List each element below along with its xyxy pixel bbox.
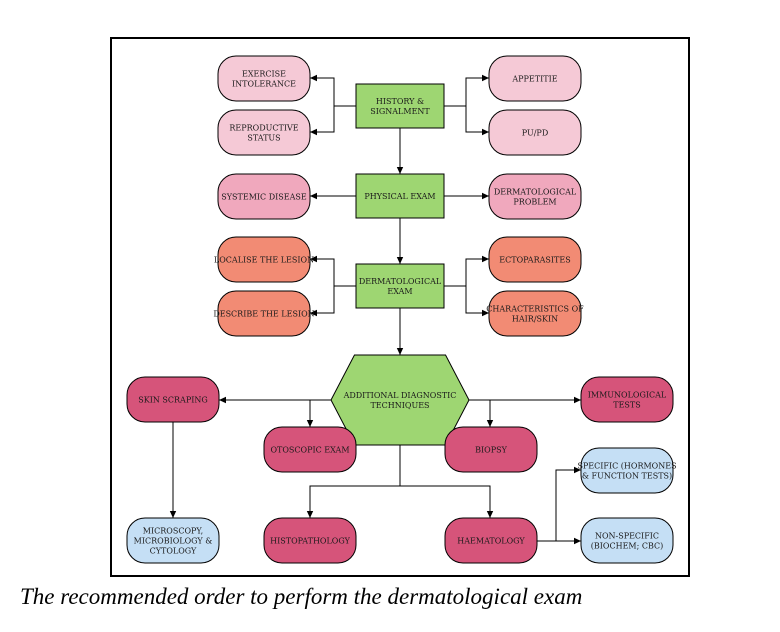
node-label-additional: TECHNIQUES	[370, 401, 429, 410]
node-label-specific: & FUNCTION TESTS)	[582, 472, 672, 481]
node-shape-describe	[217, 290, 311, 337]
node-nonspecific: NON-SPECIFIC(BIOCHEM; CBC)	[580, 517, 674, 564]
node-history: HISTORY &SIGNALMENT	[355, 83, 445, 129]
node-shape-localise	[217, 236, 311, 283]
connector-arrow-4	[310, 106, 335, 136]
node-label-microscopy: MICROBIOLOGY &	[134, 537, 213, 546]
node-shape-ecto	[488, 236, 582, 283]
node-shape-dermexam	[355, 263, 445, 309]
node-shape-nonspecific	[580, 517, 674, 564]
connector-arrow-6	[465, 106, 489, 136]
node-otoscopic: OTOSCOPIC EXAM	[263, 426, 357, 473]
connector-arrow-10	[310, 286, 335, 317]
node-shape-history	[355, 83, 445, 129]
node-shape-reproductive	[217, 109, 311, 156]
node-shape-biopsy	[444, 426, 538, 473]
connector-arrow-20	[537, 466, 581, 542]
node-label-appetite: APPETITIE	[511, 75, 557, 84]
connector-arrow-12	[465, 286, 489, 317]
node-shape-systemic	[217, 173, 311, 220]
node-label-skinscraping: SKIN SCRAPING	[138, 396, 208, 405]
node-label-nonspecific: NON-SPECIFIC	[595, 532, 659, 541]
node-shape-appetite	[488, 55, 582, 102]
node-label-hair: CHARACTERISTICS OF	[486, 305, 584, 314]
node-label-dermproblem: PROBLEM	[513, 198, 556, 207]
node-label-exercise: INTOLERANCE	[232, 80, 296, 89]
node-label-localise: LOCALISE THE LESION	[214, 256, 314, 265]
node-shape-pupd	[488, 109, 582, 156]
node-physical: PHYSICAL EXAM	[355, 173, 445, 219]
node-label-describe: DESCRIBE THE LESION	[213, 310, 314, 319]
node-shape-exercise	[217, 55, 311, 102]
node-specific: SPECIFIC (HORMONES& FUNCTION TESTS)	[577, 447, 677, 494]
node-biopsy: BIOPSY	[444, 426, 538, 473]
node-localise: LOCALISE THE LESION	[214, 236, 314, 283]
node-skinscraping: SKIN SCRAPING	[126, 376, 220, 423]
node-label-dermexam: EXAM	[387, 287, 412, 296]
node-label-reproductive: STATUS	[247, 134, 280, 143]
node-shape-haematology	[444, 517, 538, 564]
node-shape-immuno	[580, 376, 674, 423]
node-label-immuno: IMMUNOLOGICAL	[588, 391, 667, 400]
node-label-immuno: TESTS	[613, 401, 640, 410]
node-shape-otoscopic	[263, 426, 357, 473]
node-shape-specific	[580, 447, 674, 494]
figure-caption: The recommended order to perform the der…	[20, 584, 583, 609]
connector-arrow-5	[444, 74, 489, 107]
node-shape-physical	[355, 173, 445, 219]
connector-arrow-3	[310, 74, 356, 107]
node-label-reproductive: REPRODUCTIVE	[229, 124, 298, 133]
node-label-pupd: PU/PD	[522, 129, 548, 138]
node-label-otoscopic: OTOSCOPIC EXAM	[270, 446, 349, 455]
node-histopathology: HISTOPATHOLOGY	[263, 517, 357, 564]
node-label-microscopy: MICROSCOPY,	[143, 527, 203, 536]
node-label-biopsy: BIOPSY	[475, 446, 507, 455]
node-label-nonspecific: (BIOCHEM; CBC)	[591, 542, 663, 551]
node-label-additional: ADDITIONAL DIAGNOSTIC	[343, 391, 457, 400]
node-ecto: ECTOPARASITES	[488, 236, 582, 283]
node-describe: DESCRIBE THE LESION	[213, 290, 315, 337]
node-shape-dermproblem	[488, 173, 582, 220]
node-label-history: HISTORY &	[376, 97, 424, 106]
node-systemic: SYSTEMIC DISEASE	[217, 173, 311, 220]
node-label-exercise: EXERCISE	[242, 70, 286, 79]
node-label-microscopy: CYTOLOGY	[150, 547, 197, 556]
node-label-systemic: SYSTEMIC DISEASE	[221, 193, 307, 202]
node-label-physical: PHYSICAL EXAM	[364, 192, 435, 201]
connector-arrow-18	[400, 485, 494, 518]
connector-arrow-17	[306, 445, 401, 518]
node-shape-histopathology	[263, 517, 357, 564]
node-shape-hair	[488, 290, 582, 337]
node-pupd: PU/PD	[488, 109, 582, 156]
node-shape-additional	[330, 354, 470, 446]
node-label-histopathology: HISTOPATHOLOGY	[270, 537, 350, 546]
node-appetite: APPETITIE	[488, 55, 582, 102]
node-haematology: HAEMATOLOGY	[444, 517, 538, 564]
node-label-ecto: ECTOPARASITES	[499, 256, 570, 265]
node-label-haematology: HAEMATOLOGY	[457, 537, 525, 546]
node-shape-microscopy	[126, 517, 220, 564]
connector-arrow-11	[444, 255, 489, 287]
node-label-hair: HAIR/SKIN	[512, 315, 558, 324]
node-label-dermproblem: DERMATOLOGICAL	[494, 188, 577, 197]
node-label-history: SIGNALMENT	[370, 107, 430, 116]
node-microscopy: MICROSCOPY,MICROBIOLOGY &CYTOLOGY	[126, 517, 220, 564]
connector-arrow-9	[310, 255, 356, 287]
node-label-specific: SPECIFIC (HORMONES	[577, 462, 676, 471]
node-shape-skinscraping	[126, 376, 220, 423]
node-label-dermexam: DERMATOLOGICAL	[359, 277, 442, 286]
diagram-frame	[110, 37, 690, 577]
